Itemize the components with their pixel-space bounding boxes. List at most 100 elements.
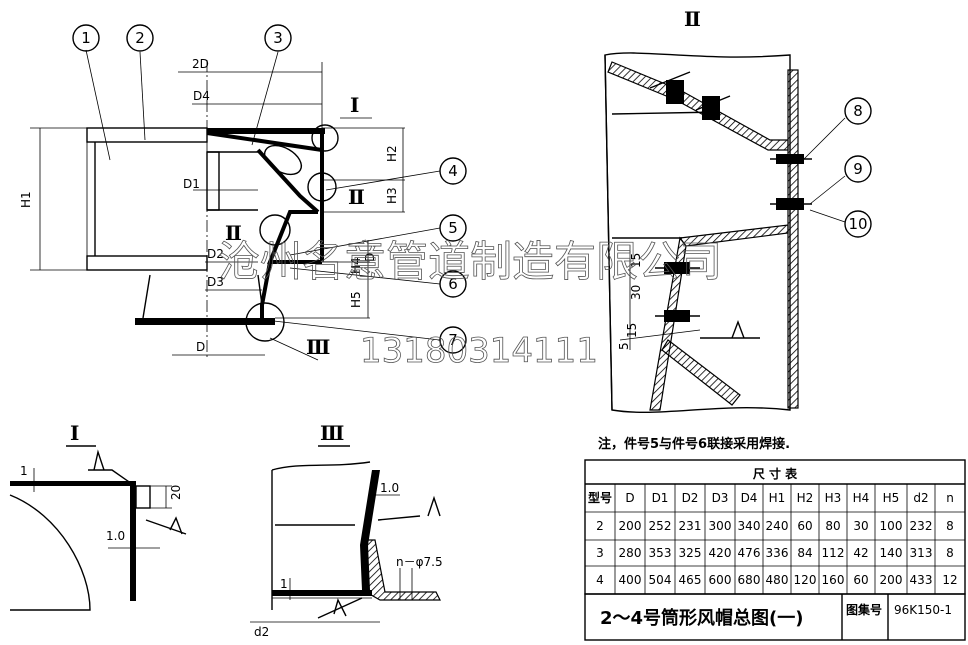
dim-d-side: D [363, 253, 377, 262]
detail-iii-view: Ⅲ 1.0 n－φ7.5 1 d2 [250, 421, 443, 639]
detail-iii-title: Ⅲ [320, 421, 344, 445]
svg-text:9: 9 [853, 160, 863, 178]
table-cell: 80 [825, 519, 840, 533]
atlas-number: 96K150-1 [894, 603, 952, 617]
atlas-label: 图集号 [846, 602, 882, 617]
dim-2d: 2D [192, 57, 209, 71]
part-8-balloon: 8 [844, 97, 872, 125]
table-cell: 504 [649, 573, 672, 587]
table-cell: 8 [946, 519, 954, 533]
table-cell: 420 [709, 546, 732, 560]
detail-ii-view: Ⅱ 15 30 15 5 [604, 7, 872, 414]
table-header-cell: D1 [652, 491, 669, 505]
table-cell: 336 [766, 546, 789, 560]
table-header-cell: H5 [883, 491, 900, 505]
table-cell: 480 [766, 573, 789, 587]
drawing-title: 2～4号筒形风帽总图(一) [600, 607, 804, 629]
part-5-balloon: 5 [439, 214, 467, 242]
table-cell: 12 [942, 573, 957, 587]
svg-text:8: 8 [853, 102, 863, 120]
table-cell: 400 [619, 573, 642, 587]
table-cell: 160 [822, 573, 845, 587]
table-header-cell: H1 [769, 491, 786, 505]
detail-iii-dim-10: 1.0 [380, 481, 399, 495]
table-header-cell: D3 [712, 491, 729, 505]
table-cell: 325 [679, 546, 702, 560]
main-view: 1 2 3 4 5 6 7 2D D4 D1 D2 D3 [19, 24, 467, 361]
table-cell: 3 [596, 546, 604, 560]
detail-iii-holes: n－φ7.5 [396, 555, 443, 569]
dim-d: D [196, 340, 205, 354]
table-header-cell: n [946, 491, 954, 505]
table-header-cell: H2 [797, 491, 814, 505]
detail-ii-dim-30: 30 [629, 285, 643, 300]
svg-text:3: 3 [273, 29, 283, 47]
detail-iii-dim-1: 1 [280, 577, 288, 591]
svg-text:7: 7 [448, 331, 458, 349]
table-header-cell: H4 [853, 491, 870, 505]
detail-i-dim-1: 1 [20, 464, 28, 478]
table-cell: 313 [910, 546, 933, 560]
part-9-balloon: 9 [844, 155, 872, 183]
dim-h1: H1 [19, 191, 33, 208]
table-cell: 300 [709, 519, 732, 533]
part-3-balloon: 3 [264, 24, 292, 52]
table-cell: 30 [853, 519, 868, 533]
table-cell: 680 [738, 573, 761, 587]
part-10-balloon: 10 [844, 210, 872, 238]
dim-d4: D4 [193, 89, 210, 103]
dim-h3: H3 [385, 187, 399, 204]
dim-h4: H4 [349, 257, 363, 274]
table-cell: 280 [619, 546, 642, 560]
svg-text:2: 2 [135, 29, 145, 47]
svg-text:10: 10 [848, 215, 867, 233]
detail-iii-dim-d2: d2 [254, 625, 269, 639]
table-cell: 252 [649, 519, 672, 533]
detail-ii-dim-15b: 15 [625, 323, 639, 338]
part-2-balloon: 2 [126, 24, 154, 52]
table-cell: 232 [910, 519, 933, 533]
table-header-cell: D2 [682, 491, 699, 505]
table-cell: 120 [794, 573, 817, 587]
watermark-company: 沧州名意管道制造有限公司 [218, 237, 722, 286]
detail-mark-i: Ⅰ [350, 93, 359, 117]
svg-text:5: 5 [448, 219, 458, 237]
watermark-phone: 13180314111 [360, 331, 598, 371]
weld-note: 注，件号5与件号6联接采用焊接. [598, 436, 790, 452]
part-6-balloon: 6 [439, 270, 467, 298]
table-cell: 112 [822, 546, 845, 560]
table-cell: 60 [797, 519, 812, 533]
table-cell: 4 [596, 573, 604, 587]
dim-h5: H5 [349, 291, 363, 308]
detail-mark-ii-a: Ⅱ [348, 185, 365, 209]
title-block: 2～4号筒形风帽总图(一) 图集号 96K150-1 [584, 593, 966, 641]
table-cell: 476 [738, 546, 761, 560]
table-cell: 84 [797, 546, 812, 560]
part-1-balloon: 1 [72, 24, 100, 52]
part-4-balloon: 4 [439, 157, 467, 185]
table-header-cell: D4 [741, 491, 758, 505]
detail-mark-iii: Ⅲ [306, 335, 330, 359]
dim-d1: D1 [183, 177, 200, 191]
table-cell: 8 [946, 546, 954, 560]
dim-h2: H2 [385, 145, 399, 162]
table-cell: 60 [853, 573, 868, 587]
table-header-cell: D [625, 491, 634, 505]
detail-i-dim-20: 20 [169, 485, 183, 500]
table-cell: 231 [679, 519, 702, 533]
table-cell: 200 [880, 573, 903, 587]
table-cell: 433 [910, 573, 933, 587]
table-cell: 353 [649, 546, 672, 560]
size-table-title: 尺 寸 表 [753, 466, 798, 481]
table-header-cell: 型号 [588, 490, 612, 505]
detail-mark-ii-b: Ⅱ [225, 221, 242, 245]
detail-ii-title: Ⅱ [684, 7, 701, 31]
dim-d3: D3 [207, 275, 224, 289]
svg-text:1: 1 [81, 29, 91, 47]
detail-i-view: Ⅰ 20 1 1.0 [9, 421, 187, 611]
table-cell: 465 [679, 573, 702, 587]
detail-ii-dim-15a: 15 [629, 253, 643, 268]
table-cell: 140 [880, 546, 903, 560]
